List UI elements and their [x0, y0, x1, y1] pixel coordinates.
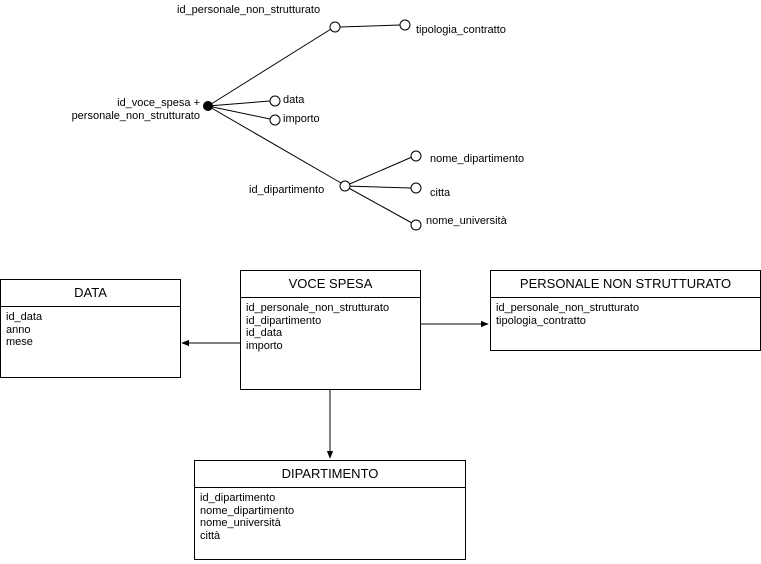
label-dipartimento-node: id_dipartimento [249, 184, 325, 196]
attribute: mese [6, 336, 33, 348]
edge-dip-nome-dipartimento [344, 156, 413, 187]
entity-dipartimento: DIPARTIMENTO id_dipartimento nome_dipart… [194, 460, 466, 560]
attribute: nome_dipartimento [200, 504, 295, 517]
entity-dipartimento-attributes: id_dipartimento nome_dipartimento nome_u… [195, 488, 465, 546]
edge-root-importo [207, 105, 271, 120]
entity-personale-attributes: id_personale_non_strutturato tipologia_c… [491, 298, 760, 331]
edge-dip-citta [344, 185, 412, 189]
edge-root-data [207, 100, 271, 107]
label-root-line1: id_voce_spesa + [117, 97, 200, 109]
edge-root-personale [207, 28, 332, 107]
data-node [269, 95, 281, 107]
attribute: città [200, 529, 221, 542]
attribute: tipologia_contratto [496, 314, 586, 327]
label-nome-universita: nome_università [426, 215, 507, 227]
label-tipologia: tipologia_contratto [416, 24, 506, 36]
attribute: anno [6, 323, 31, 336]
entity-dipartimento-title: DIPARTIMENTO [195, 461, 465, 488]
entity-voce-spesa: VOCE SPESA id_personale_non_strutturato … [240, 270, 421, 390]
label-root-line2: personale_non_strutturato [71, 110, 200, 122]
label-citta: citta [430, 187, 451, 199]
attribute: nome_università [200, 517, 281, 529]
nome-universita-node [410, 219, 422, 231]
dipartimento-node [339, 180, 351, 192]
attribute: importo [246, 339, 283, 352]
attribute: id_dipartimento [200, 492, 276, 504]
label-data: data [283, 94, 305, 106]
tipologia-node [399, 19, 411, 31]
root-node [203, 101, 213, 111]
entity-voce-spesa-attributes: id_personale_non_strutturato id_dipartim… [241, 298, 420, 356]
entity-data-title: DATA [1, 280, 180, 307]
attribute: id_personale_non_strutturato [246, 302, 390, 314]
label-personale-node: id_personale_non_strutturato [177, 4, 321, 16]
nome-dipartimento-node [410, 150, 422, 162]
entity-data-attributes: id_data anno mese [1, 307, 180, 353]
label-importo: importo [283, 113, 320, 125]
attribute: id_data [246, 327, 283, 339]
edge-dip-nome-universita [344, 185, 413, 224]
attribute: id_personale_non_strutturato [496, 302, 640, 314]
label-nome-dipartimento: nome_dipartimento [430, 153, 525, 165]
attribute: id_dipartimento [246, 314, 322, 327]
edge-root-dipartimento [207, 105, 342, 184]
entity-personale-title: PERSONALE NON STRUTTURATO [491, 271, 760, 298]
edge-personale-tipologia [339, 24, 401, 28]
personale-node [329, 21, 341, 33]
entity-personale: PERSONALE NON STRUTTURATO id_personale_n… [490, 270, 761, 351]
importo-node [269, 114, 281, 126]
attribute: id_data [6, 311, 43, 323]
entity-data: DATA id_data anno mese [0, 279, 181, 378]
entity-voce-spesa-title: VOCE SPESA [241, 271, 420, 298]
label-root: id_voce_spesa + personale_non_strutturat… [40, 97, 200, 123]
citta-node [410, 182, 422, 194]
